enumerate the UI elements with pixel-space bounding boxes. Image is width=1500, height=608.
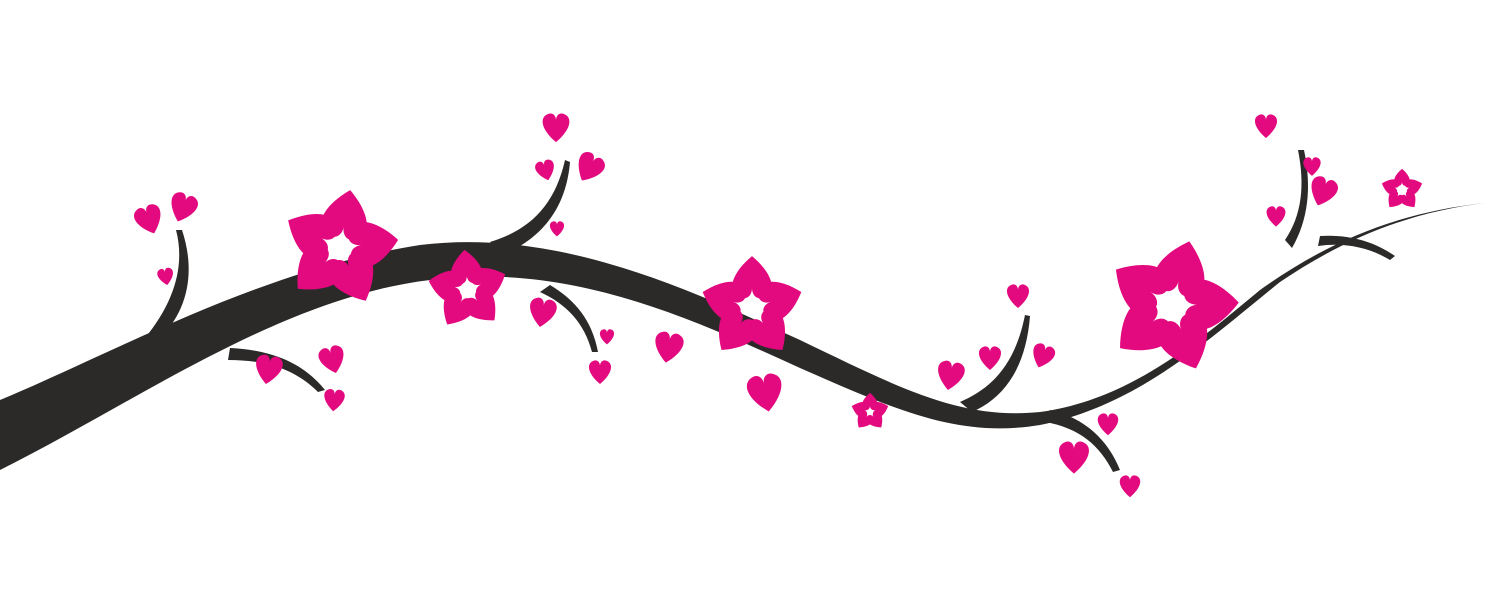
heart-petal-icon [1400,190,1416,208]
heart-petal-icon [746,309,786,350]
heart-petal-icon [428,270,464,302]
heart-petal-icon [1311,176,1338,206]
heart-petal-icon [1059,441,1089,474]
heart-petal-icon [1115,265,1169,315]
heart-petal-icon [599,329,615,345]
heart-petal-icon [1266,206,1286,227]
heart-petal-icon [1254,114,1278,138]
heart-petal-icon [1006,284,1030,308]
heart-petal-icon [1303,157,1321,176]
twig [960,315,1030,412]
heart-petal-icon [747,373,782,412]
heart-petal-icon [1033,343,1056,368]
blossom-flower-icon [851,392,889,428]
heart-petal-icon [1097,413,1119,436]
twig [1285,150,1308,248]
heart-petal-icon [588,360,612,384]
heart-petal-icon [542,113,570,143]
heart-petal-icon [171,192,198,222]
heart-petal-icon [1381,179,1400,195]
twig [145,230,189,340]
heart-petal-icon [702,281,746,321]
heart-petal-icon [324,389,345,412]
blossom-flower-icon [702,256,802,350]
heart-petal-icon [1119,475,1141,498]
heart-petal-icon [535,159,554,181]
heart-petal-icon [655,331,684,363]
twig [1318,235,1395,260]
twig [490,160,570,256]
heart-petal-icon [978,346,1002,370]
heart-petal-icon [938,360,965,390]
twig [540,285,598,352]
blossom-flower-icon [288,190,399,301]
heart-petal-icon [578,152,605,181]
heart-petal-icon [549,221,565,237]
twig [1045,410,1120,472]
heart-petal-icon [134,204,161,234]
heart-petal-icon [157,267,173,286]
heart-petal-icon [256,354,283,384]
blossom-flower-icon [1115,241,1239,369]
twig [228,348,325,392]
heart-petal-icon [851,401,869,418]
blossoms [134,113,1423,498]
branch-icon [0,150,1485,472]
blossom-flower-icon [1381,168,1423,208]
heart-petal-icon [288,213,338,259]
heart-petal-icon [530,297,557,327]
heart-petal-icon [318,345,344,374]
blossom-flower-icon [428,249,506,325]
heart-petal-icon [1120,300,1172,351]
